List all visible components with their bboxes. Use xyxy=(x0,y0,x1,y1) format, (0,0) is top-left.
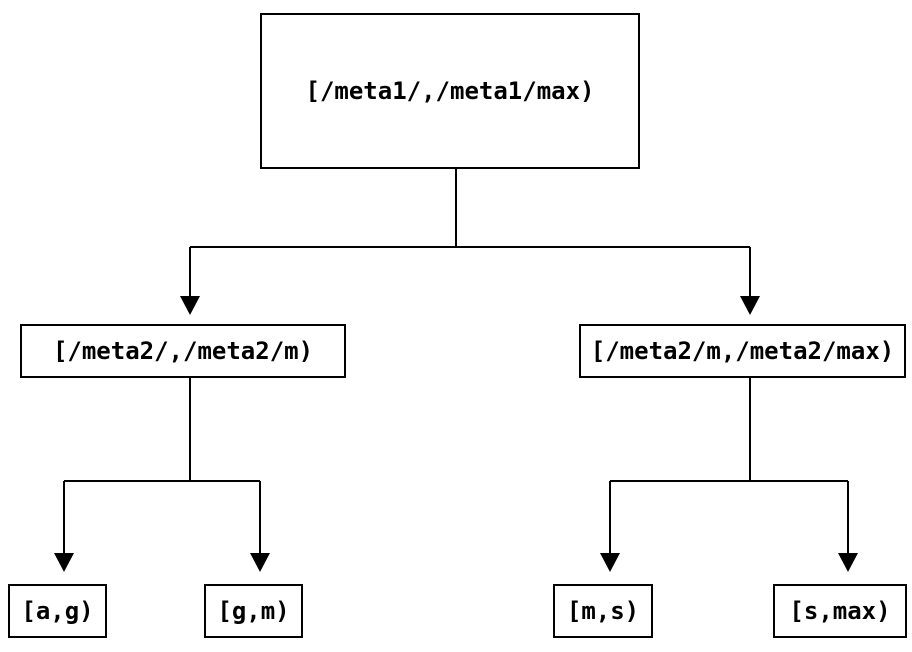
tree-node-leaf-ag: [a,g) xyxy=(8,584,107,638)
tree-node-level2-right: [/meta2/m,/meta2/max) xyxy=(579,324,906,378)
arrowhead-to-l2-right xyxy=(740,296,760,315)
arrowhead-to-leaf-1 xyxy=(54,553,74,572)
arrowhead-to-leaf-4 xyxy=(838,553,858,572)
arrowhead-to-l2-left xyxy=(180,296,200,315)
tree-node-leaf-ms: [m,s) xyxy=(553,584,653,638)
arrowhead-to-leaf-3 xyxy=(600,553,620,572)
arrowhead-to-leaf-2 xyxy=(250,553,270,572)
tree-node-leaf-gm: [g,m) xyxy=(204,584,303,638)
tree-node-root: [/meta1/,/meta1/max) xyxy=(260,13,640,169)
tree-node-level2-left: [/meta2/,/meta2/m) xyxy=(20,324,346,378)
tree-node-leaf-smax: [s,max) xyxy=(773,584,907,638)
